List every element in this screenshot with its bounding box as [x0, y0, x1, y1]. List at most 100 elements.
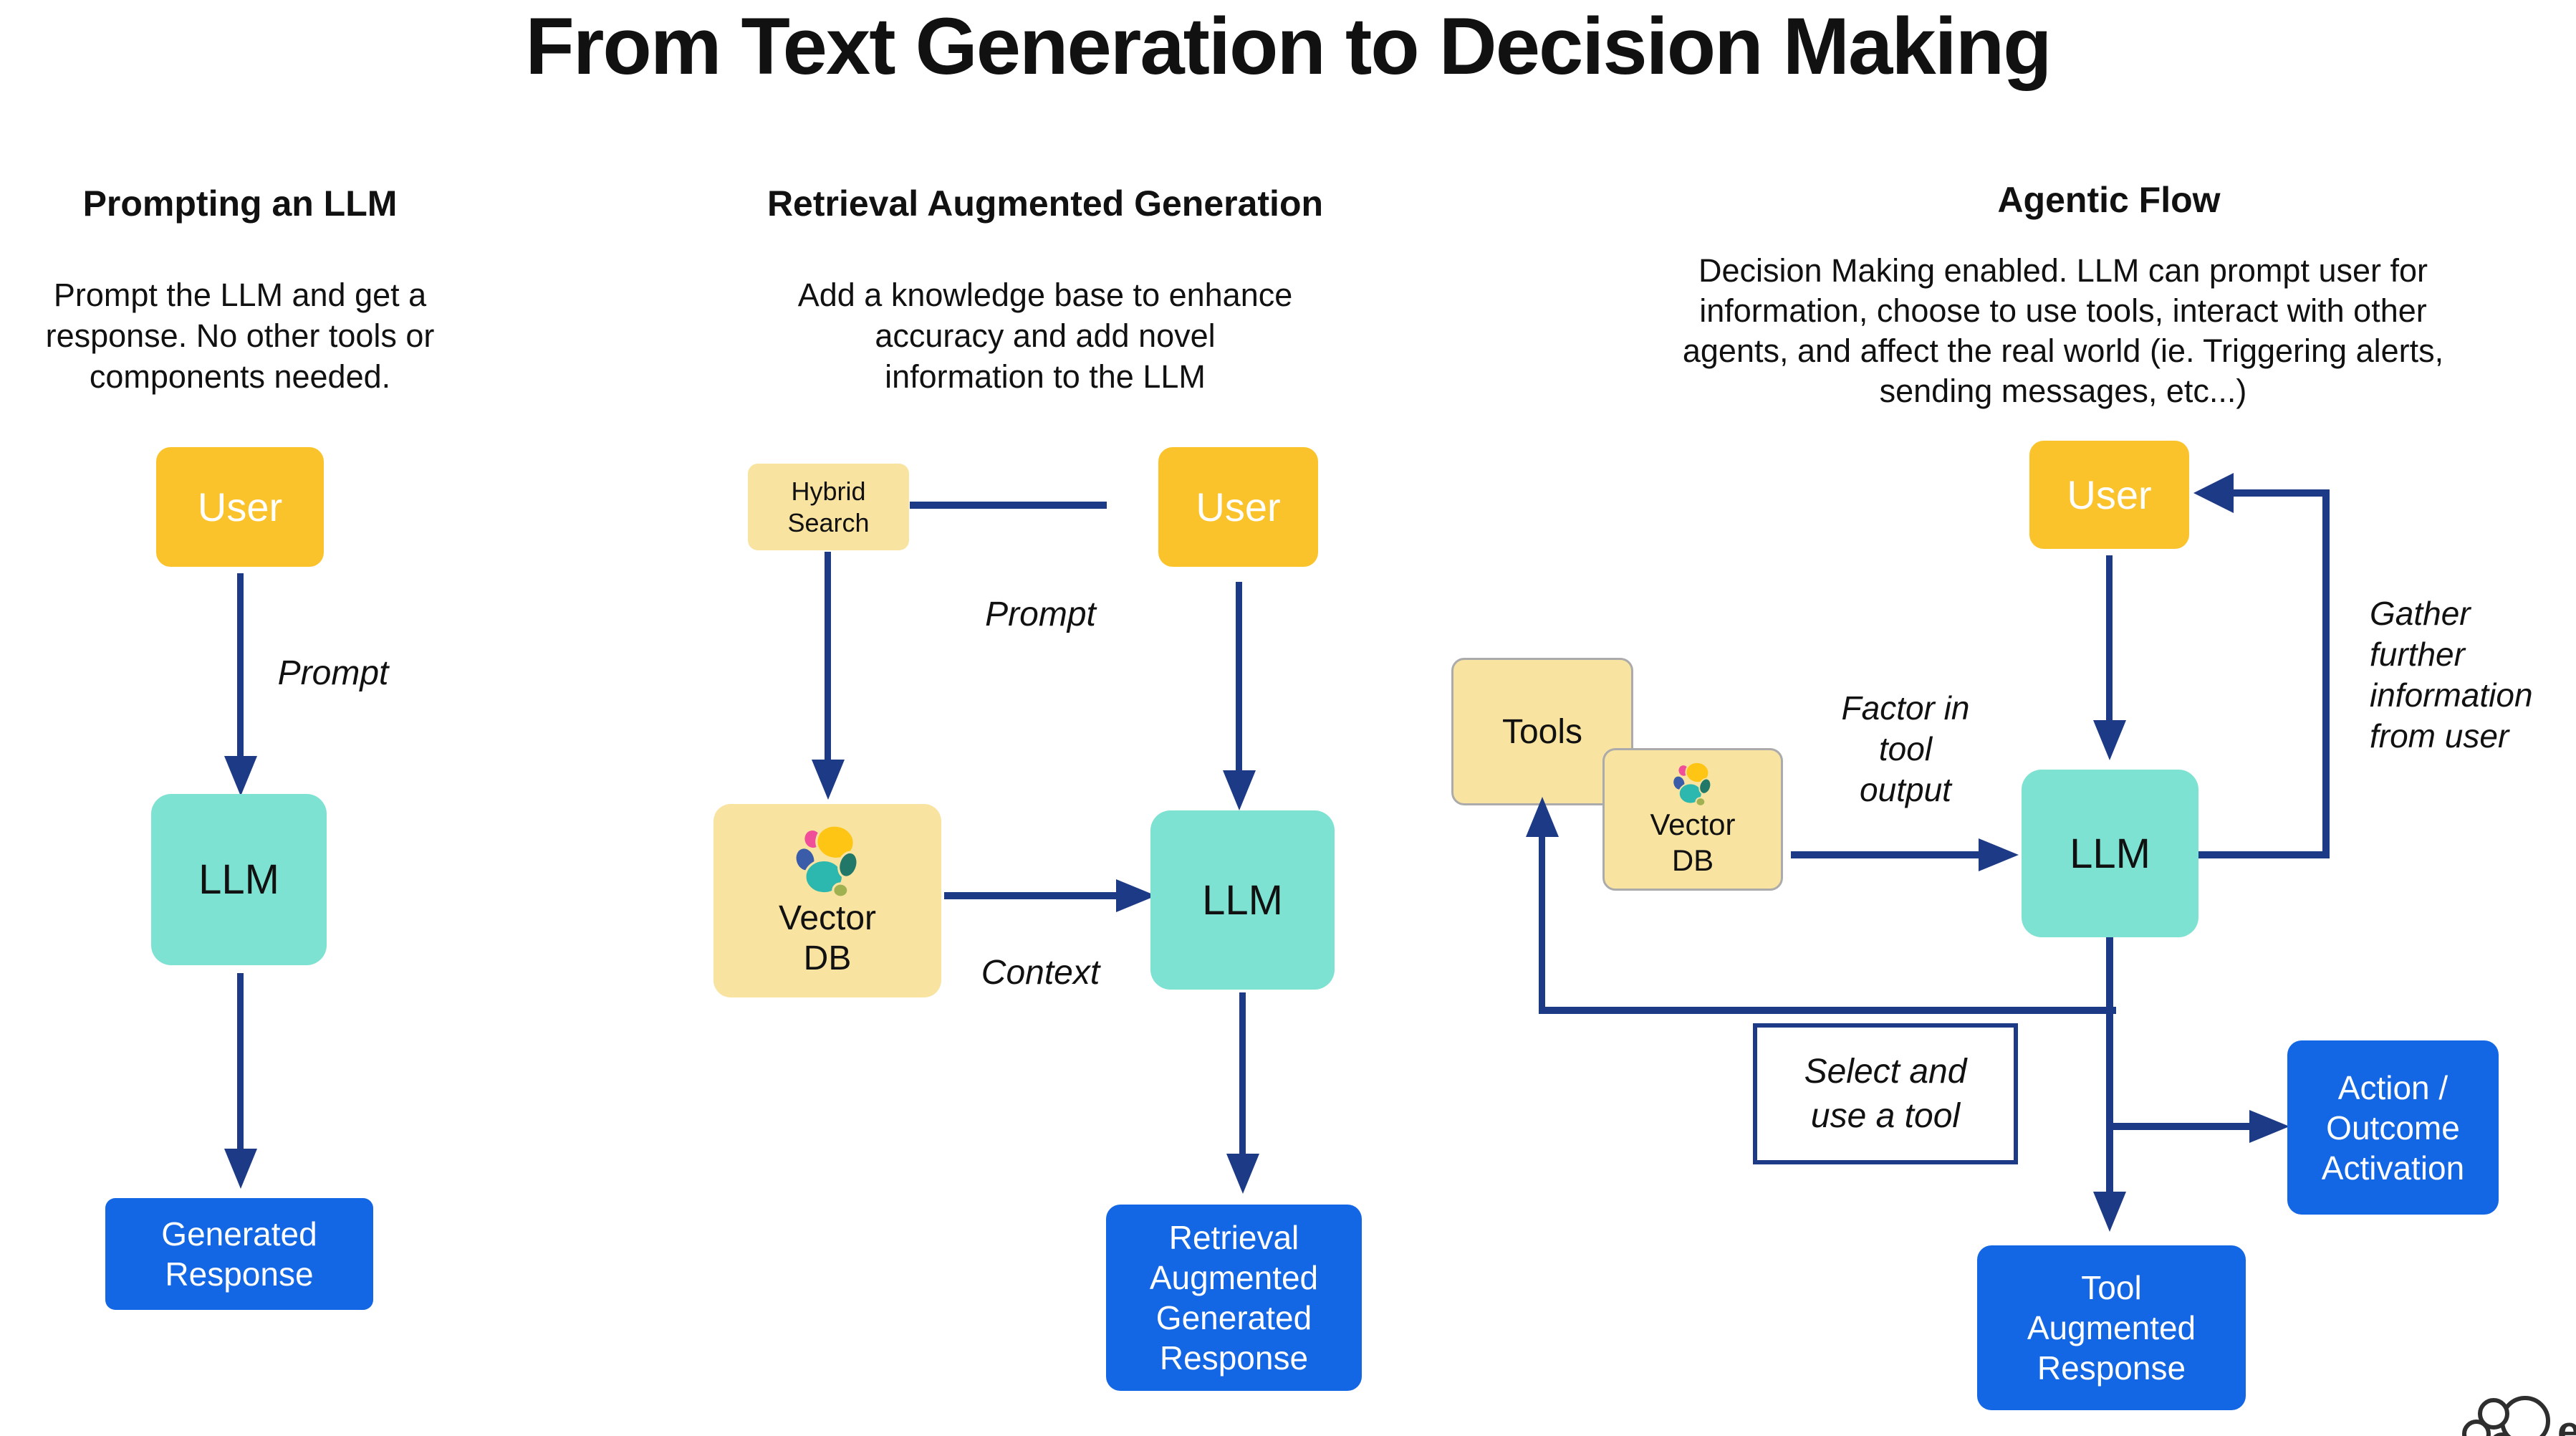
elastic-logo-icon	[1672, 761, 1712, 807]
arrow-hybrid-to-vectordb	[825, 552, 831, 760]
prompt-label-col2: Prompt	[985, 595, 1096, 633]
elastic-outline-logo-icon: elastic	[2462, 1396, 2576, 1436]
arrow-llm-to-response-col2	[1239, 992, 1246, 1154]
user-node-col1: User	[156, 447, 324, 567]
connector-hybrid-to-user	[910, 502, 1107, 509]
page-title: From Text Generation to Decision Making	[525, 1, 2052, 91]
description-line: accuracy and add novel	[875, 317, 1216, 354]
arrowhead-right-icon	[1116, 879, 1156, 912]
hybrid-search-node: Hybrid Search	[748, 464, 909, 550]
response-line: Response	[165, 1255, 314, 1293]
arrowhead-down-icon	[812, 760, 845, 800]
arrow-user-to-llm-col2	[1236, 582, 1242, 770]
vector-db-line: Vector	[778, 899, 877, 937]
factor-tool-output-label: Factor in tool output	[1812, 688, 1999, 810]
arrow-vectordb-to-llm-col2	[944, 892, 1116, 899]
gather-info-label: Gather further information from user	[2370, 593, 2570, 757]
description-line: sending messages, etc...)	[1879, 373, 2247, 409]
gather-info-line: Gather	[2370, 595, 2471, 632]
tools-node-label: Tools	[1501, 712, 1583, 751]
arrowhead-down-icon	[1226, 1154, 1259, 1194]
tool-augmented-response-node: Tool Augmented Response	[1977, 1245, 2246, 1410]
response-line: Tool	[2081, 1269, 2142, 1306]
vector-db-line: Vector	[1650, 807, 1736, 841]
description-line: Prompt the LLM and get a	[53, 277, 427, 313]
prompt-label-col1: Prompt	[277, 654, 389, 692]
feedback-line-top	[2229, 489, 2330, 497]
rag-response-node: Retrieval Augmented Generated Response	[1106, 1205, 1362, 1391]
user-node-label: User	[197, 484, 283, 530]
llm-node-label: LLM	[2070, 830, 2150, 877]
arrowhead-right-icon	[2249, 1110, 2289, 1143]
action-line: Outcome	[2326, 1109, 2460, 1147]
column2-description: Add a knowledge base to enhance accuracy…	[751, 274, 1339, 397]
user-node-col3: User	[2029, 441, 2189, 549]
gather-info-line: further	[2370, 636, 2465, 673]
description-line: Decision Making enabled. LLM can prompt …	[1698, 252, 2428, 289]
description-line: Add a knowledge base to enhance	[797, 277, 1293, 313]
gather-info-line: information	[2370, 676, 2533, 714]
column1-heading: Prompting an LLM	[82, 183, 398, 224]
response-line: Response	[2037, 1349, 2186, 1387]
select-tool-line: use a tool	[1810, 1096, 1961, 1135]
arrow-llm-to-action	[2110, 1123, 2249, 1130]
factor-line: output	[1860, 771, 1951, 808]
column2-heading: Retrieval Augmented Generation	[766, 183, 1324, 224]
column3-heading: Agentic Flow	[1997, 180, 2221, 220]
vector-db-node-col2: Vector DB	[713, 804, 941, 997]
response-line: Generated	[1155, 1299, 1312, 1336]
column1-description: Prompt the LLM and get a response. No ot…	[7, 274, 473, 397]
action-line: Action /	[2337, 1068, 2448, 1106]
factor-line: Factor in	[1841, 689, 1970, 727]
arrow-user-to-llm-col3	[2106, 555, 2113, 720]
description-line: information, choose to use tools, intera…	[1699, 292, 2427, 329]
arrowhead-down-icon	[224, 756, 257, 796]
user-node-label: User	[1196, 484, 1281, 530]
arrow-llm-to-response-col1	[237, 973, 244, 1149]
elastic-watermark: elastic	[2454, 1379, 2576, 1436]
feedback-line-from-llm	[2198, 851, 2327, 858]
description-line: components needed.	[89, 358, 391, 395]
arrowhead-down-icon	[224, 1149, 257, 1189]
watermark-text: elastic	[2557, 1408, 2576, 1436]
response-line: Response	[1159, 1339, 1309, 1377]
tool-loop-horizontal	[1539, 1007, 2116, 1014]
tool-loop-vertical	[1539, 836, 1545, 1013]
description-line: response. No other tools or	[45, 317, 435, 354]
arrow-user-to-llm-col1	[237, 573, 244, 756]
response-line: Retrieval	[1168, 1219, 1299, 1256]
select-tool-note: Select and use a tool	[1753, 1023, 2018, 1164]
feedback-line-vertical	[2322, 489, 2330, 858]
user-node-col2: User	[1158, 447, 1318, 567]
description-line: agents, and affect the real world (ie. T…	[1682, 332, 2444, 369]
elastic-logo-icon	[793, 824, 859, 898]
response-line: Augmented	[1149, 1259, 1319, 1296]
llm-node-label: LLM	[198, 856, 279, 903]
arrowhead-down-icon	[2093, 1192, 2126, 1232]
vector-db-node-col3: Vector DB	[1602, 748, 1783, 891]
llm-node-col2: LLM	[1150, 810, 1335, 990]
vector-db-line: DB	[1671, 843, 1714, 877]
user-node-label: User	[2067, 472, 2152, 517]
llm-node-col3: LLM	[2022, 770, 2198, 937]
arrowhead-right-icon	[1979, 838, 2019, 871]
response-line: Augmented	[2027, 1309, 2196, 1346]
arrow-vectordb-to-llm-col3	[1791, 851, 1979, 858]
arrowhead-down-icon	[1223, 770, 1256, 810]
generated-response-node: Generated Response	[105, 1198, 373, 1310]
response-line: Generated	[161, 1215, 317, 1253]
vector-db-line: DB	[803, 939, 852, 977]
hybrid-search-line: Hybrid	[791, 476, 866, 506]
llm-node-col1: LLM	[151, 794, 327, 965]
action-line: Activation	[2321, 1149, 2465, 1187]
arrowhead-up-icon	[1526, 797, 1559, 837]
arrow-llm-to-response-col3	[2106, 937, 2113, 1192]
arrowhead-left-icon	[2193, 473, 2234, 513]
column3-description: Decision Making enabled. LLM can prompt …	[1597, 251, 2529, 411]
arrowhead-down-icon	[2093, 720, 2126, 760]
factor-line: tool	[1878, 730, 1933, 767]
context-label: Context	[981, 954, 1100, 992]
action-outcome-node: Action / Outcome Activation	[2287, 1040, 2499, 1215]
hybrid-search-line: Search	[787, 507, 870, 537]
